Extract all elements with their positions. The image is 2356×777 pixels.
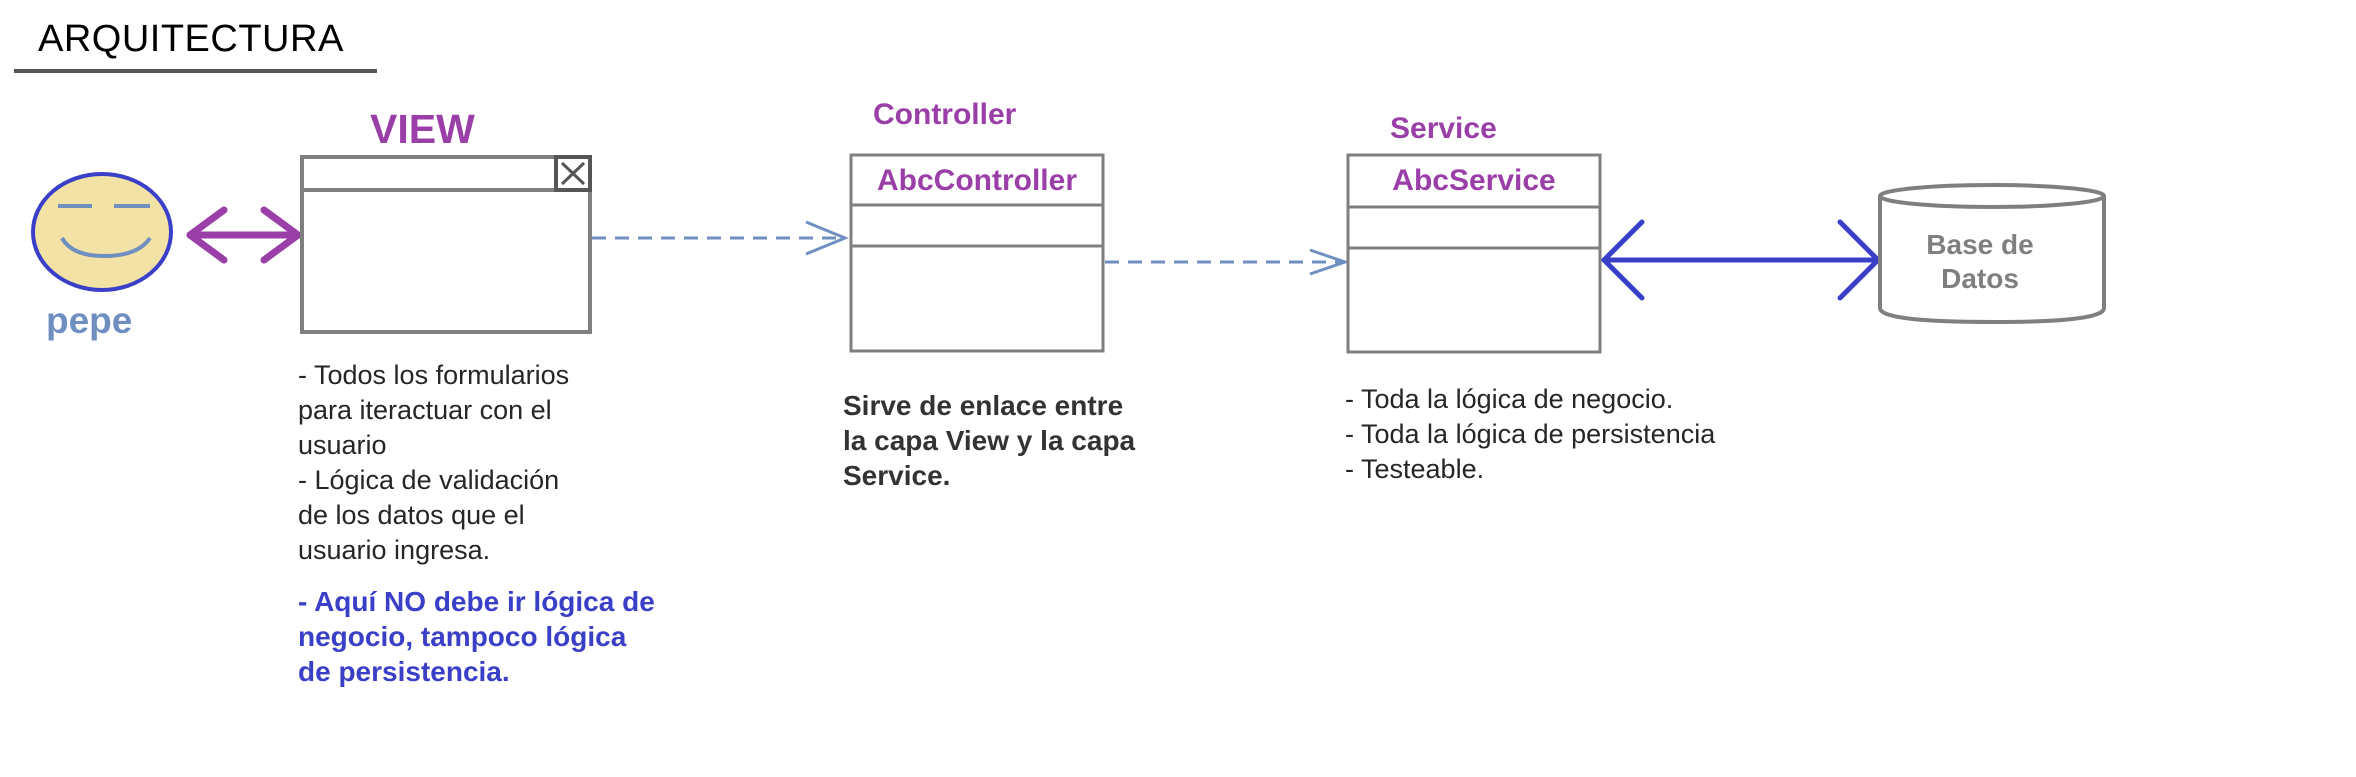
view-controller-arrow xyxy=(592,220,849,256)
page-title: ARQUITECTURA xyxy=(38,18,344,60)
service-title: Service xyxy=(1390,112,1497,145)
controller-class-box xyxy=(849,153,1105,353)
database-label: Base de Datos xyxy=(1926,229,2034,294)
view-warning: - Aquí NO debe ir lógica de negocio, tam… xyxy=(298,586,655,687)
controller-notes: Sirve de enlace entre la capa View y la … xyxy=(843,390,1136,491)
controller-class-name: AbcController xyxy=(876,164,1077,197)
view-title: VIEW xyxy=(370,106,475,152)
database-cylinder-icon xyxy=(1878,183,2106,325)
controller-service-arrow xyxy=(1105,248,1350,276)
service-class-box xyxy=(1346,153,1602,354)
service-class-name: AbcService xyxy=(1392,164,1556,197)
user-view-arrow xyxy=(186,206,302,264)
view-window xyxy=(300,155,592,334)
smiley-face-icon xyxy=(31,172,173,292)
service-notes: - Toda la lógica de negocio. - Toda la l… xyxy=(1345,384,1716,484)
user-name: pepe xyxy=(46,300,133,341)
service-database-arrow xyxy=(1601,219,1881,301)
view-notes: - Todos los formularios para iteractuar … xyxy=(298,360,570,565)
close-icon xyxy=(554,155,592,192)
controller-title: Controller xyxy=(873,98,1017,131)
